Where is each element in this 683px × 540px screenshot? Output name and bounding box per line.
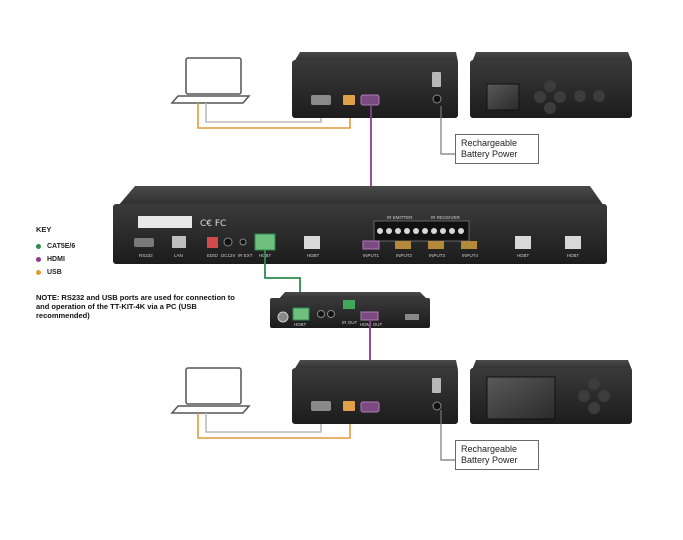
- ir-terminal: [422, 228, 428, 234]
- battery-callout-top: Rechargeable Battery Power: [455, 134, 539, 164]
- legend-dot-cat: [36, 244, 41, 249]
- battery-line-top: [440, 106, 455, 155]
- port-label-hdbt-3: HDBT: [517, 253, 530, 258]
- ir-terminal: [395, 228, 401, 234]
- ir-terminal: [431, 228, 437, 234]
- legend-item-cat: CAT5E/6: [36, 240, 75, 253]
- hdbaset-switcher: C€ FC: [113, 186, 607, 264]
- legend-label-hdmi: HDMI: [47, 256, 65, 263]
- ir-terminal: [404, 228, 410, 234]
- legend-item-usb: USB: [36, 266, 75, 279]
- ir-terminals: [377, 228, 464, 234]
- legend-item-hdmi: HDMI: [36, 253, 75, 266]
- battery-callout-bottom: Rechargeable Battery Power: [455, 440, 539, 470]
- legend: KEY CAT5E/6 HDMI USB: [36, 225, 75, 279]
- legend-dot-hdmi: [36, 257, 41, 262]
- battery-line-bottom: [440, 410, 455, 461]
- port-label-hdbt-4: HDBT: [567, 253, 580, 258]
- port-label-rs232: RS232: [139, 253, 153, 258]
- usb-cable-bottom: [197, 412, 351, 439]
- usage-note: NOTE: RS232 and USB ports are used for c…: [36, 293, 235, 320]
- port-label-lan: LAN: [174, 253, 183, 258]
- ir-terminal: [386, 228, 392, 234]
- legend-label-cat: CAT5E/6: [47, 243, 76, 250]
- tester-bottom-back: [292, 360, 458, 424]
- tester-top-front: [470, 52, 632, 118]
- laptop-top: [170, 57, 251, 104]
- ir-terminal: [449, 228, 455, 234]
- laptop-bottom: [170, 367, 251, 414]
- port-label-hdbt-2: HDBT: [307, 253, 320, 258]
- ir-emitter-label: IR EMITTER: [387, 215, 413, 220]
- ir-terminal: [458, 228, 464, 234]
- ir-receiver-label: IR RECEIVER: [431, 215, 461, 220]
- receiver-port-labels: HDBT IR OUT HDMI OUT: [294, 320, 382, 327]
- legend-title: KEY: [36, 225, 52, 234]
- ir-terminal: [377, 228, 383, 234]
- ir-terminal: [440, 228, 446, 234]
- ir-terminal: [413, 228, 419, 234]
- port-label-input3: INPUT3: [429, 253, 446, 258]
- hdbaset-receiver: [270, 292, 430, 328]
- legend-label-usb: USB: [47, 269, 62, 276]
- port-label-input4: INPUT4: [462, 253, 479, 258]
- port-label-irext: IR EXT: [238, 253, 253, 258]
- rx-port-label-irout: IR OUT: [342, 320, 358, 325]
- legend-dot-usb: [36, 270, 41, 275]
- rx-port-label-hdmiout: HDMI OUT: [360, 322, 382, 327]
- tester-bottom-front: [470, 360, 632, 424]
- tester-top-back: [292, 52, 458, 118]
- port-label-input1: INPUT1: [363, 253, 380, 258]
- port-label-dc12v: DC12V: [221, 253, 236, 258]
- svg-text:C€ FC: C€ FC: [200, 219, 226, 229]
- rx-port-label-hdbt: HDBT: [294, 322, 307, 327]
- port-label-edid: EDID: [207, 253, 219, 258]
- port-label-input2: INPUT2: [396, 253, 413, 258]
